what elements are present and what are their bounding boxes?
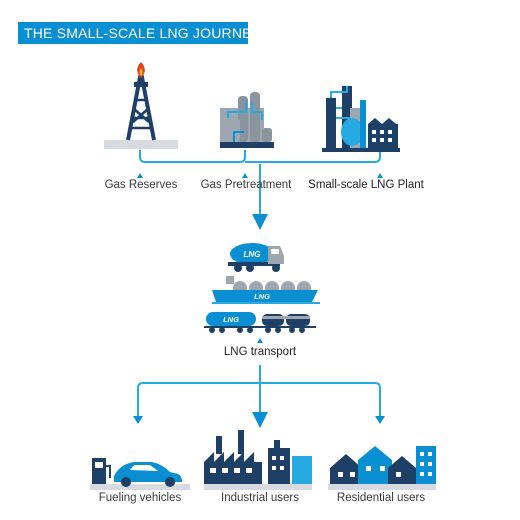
lng-truck-icon: LNG [228,243,284,272]
label-industrial-users: Industrial users [221,492,299,504]
transport-small-arrowhead [257,338,263,343]
label-residential-users: Residential users [336,492,426,504]
top-small-arrowheads [137,173,383,178]
lng-train-icon: LNG [204,312,316,333]
train-lng-label: LNG [223,315,239,324]
page-title: THE SMALL-SCALE LNG JOURNEY [18,22,261,44]
ship-lng-label: LNG [254,292,270,301]
houses-icon [328,446,436,490]
fuel-pump-car-icon [90,458,190,490]
factory-icon [204,430,312,490]
top-connector-lines [139,150,381,230]
label-lng-plant: Small-scale LNG Plant [308,179,424,191]
bottom-arrowheads [133,416,385,424]
oil-rig-icon [104,62,178,149]
pretreatment-tanks-icon [220,92,274,148]
lng-plant-icon [322,86,400,152]
label-gas-pretreatment: Gas Pretreatment [200,179,292,191]
label-gas-reserves: Gas Reserves [104,179,178,191]
lng-ship-icon: LNG [212,276,320,304]
label-fueling-vehicles: Fueling vehicles [98,492,182,504]
truck-lng-label: LNG [244,250,261,259]
bottom-connector-lines [137,365,381,428]
label-lng-transport: LNG transport [223,346,297,358]
